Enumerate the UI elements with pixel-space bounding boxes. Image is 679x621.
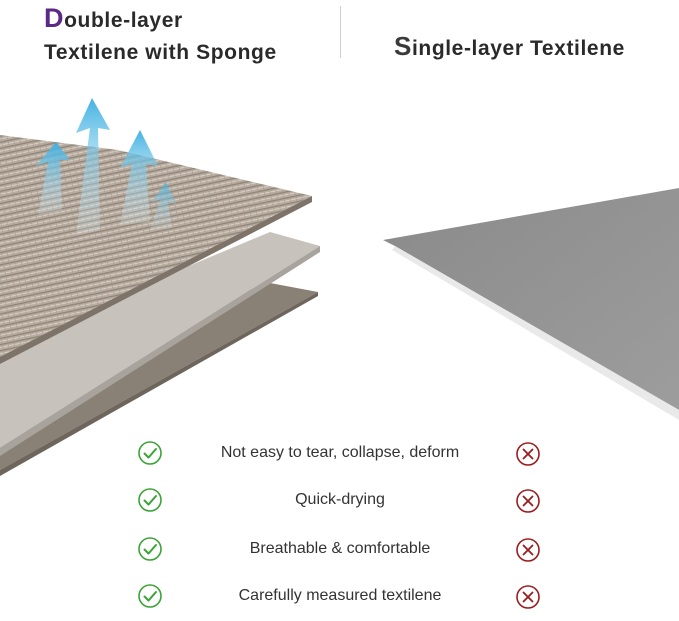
feature-row: Carefully measured textilene — [0, 573, 679, 621]
double-layer-title-line2: Textilene with Sponge — [44, 41, 277, 64]
check-circle-icon — [138, 584, 162, 608]
single-layer-initial: S — [394, 31, 412, 61]
double-layer-initial: D — [44, 3, 65, 33]
woven-top-layer — [0, 135, 312, 364]
feature-label: Carefully measured textilene — [238, 587, 442, 604]
cross-circle-icon — [516, 538, 540, 562]
bottom-layer — [0, 283, 318, 476]
sponge-layer — [0, 232, 320, 456]
cross-circle-icon — [516, 585, 540, 609]
feature-row: Quick-drying — [0, 477, 679, 525]
feature-label: Not easy to tear, collapse, deform — [220, 444, 460, 461]
feature-row: Breathable & comfortable — [0, 526, 679, 574]
check-circle-icon — [138, 441, 162, 465]
cross-circle-icon — [516, 489, 540, 513]
cross-circle-icon — [516, 442, 540, 466]
check-circle-icon — [138, 488, 162, 512]
feature-label: Quick-drying — [295, 491, 385, 508]
double-layer-title-line1: ouble-layer — [64, 9, 183, 32]
heading-divider — [340, 6, 341, 58]
airflow-arrows — [36, 98, 176, 235]
feature-row: Not easy to tear, collapse, deform — [0, 430, 679, 478]
double-layer-heading: Double-layer Textilene with Sponge — [44, 2, 277, 69]
single-layer-sheet — [383, 188, 679, 420]
feature-label: Breathable & comfortable — [249, 540, 431, 557]
check-circle-icon — [138, 537, 162, 561]
single-layer-heading: Single-layer Textilene — [394, 30, 625, 65]
single-layer-title: ingle-layer Textilene — [411, 37, 625, 60]
